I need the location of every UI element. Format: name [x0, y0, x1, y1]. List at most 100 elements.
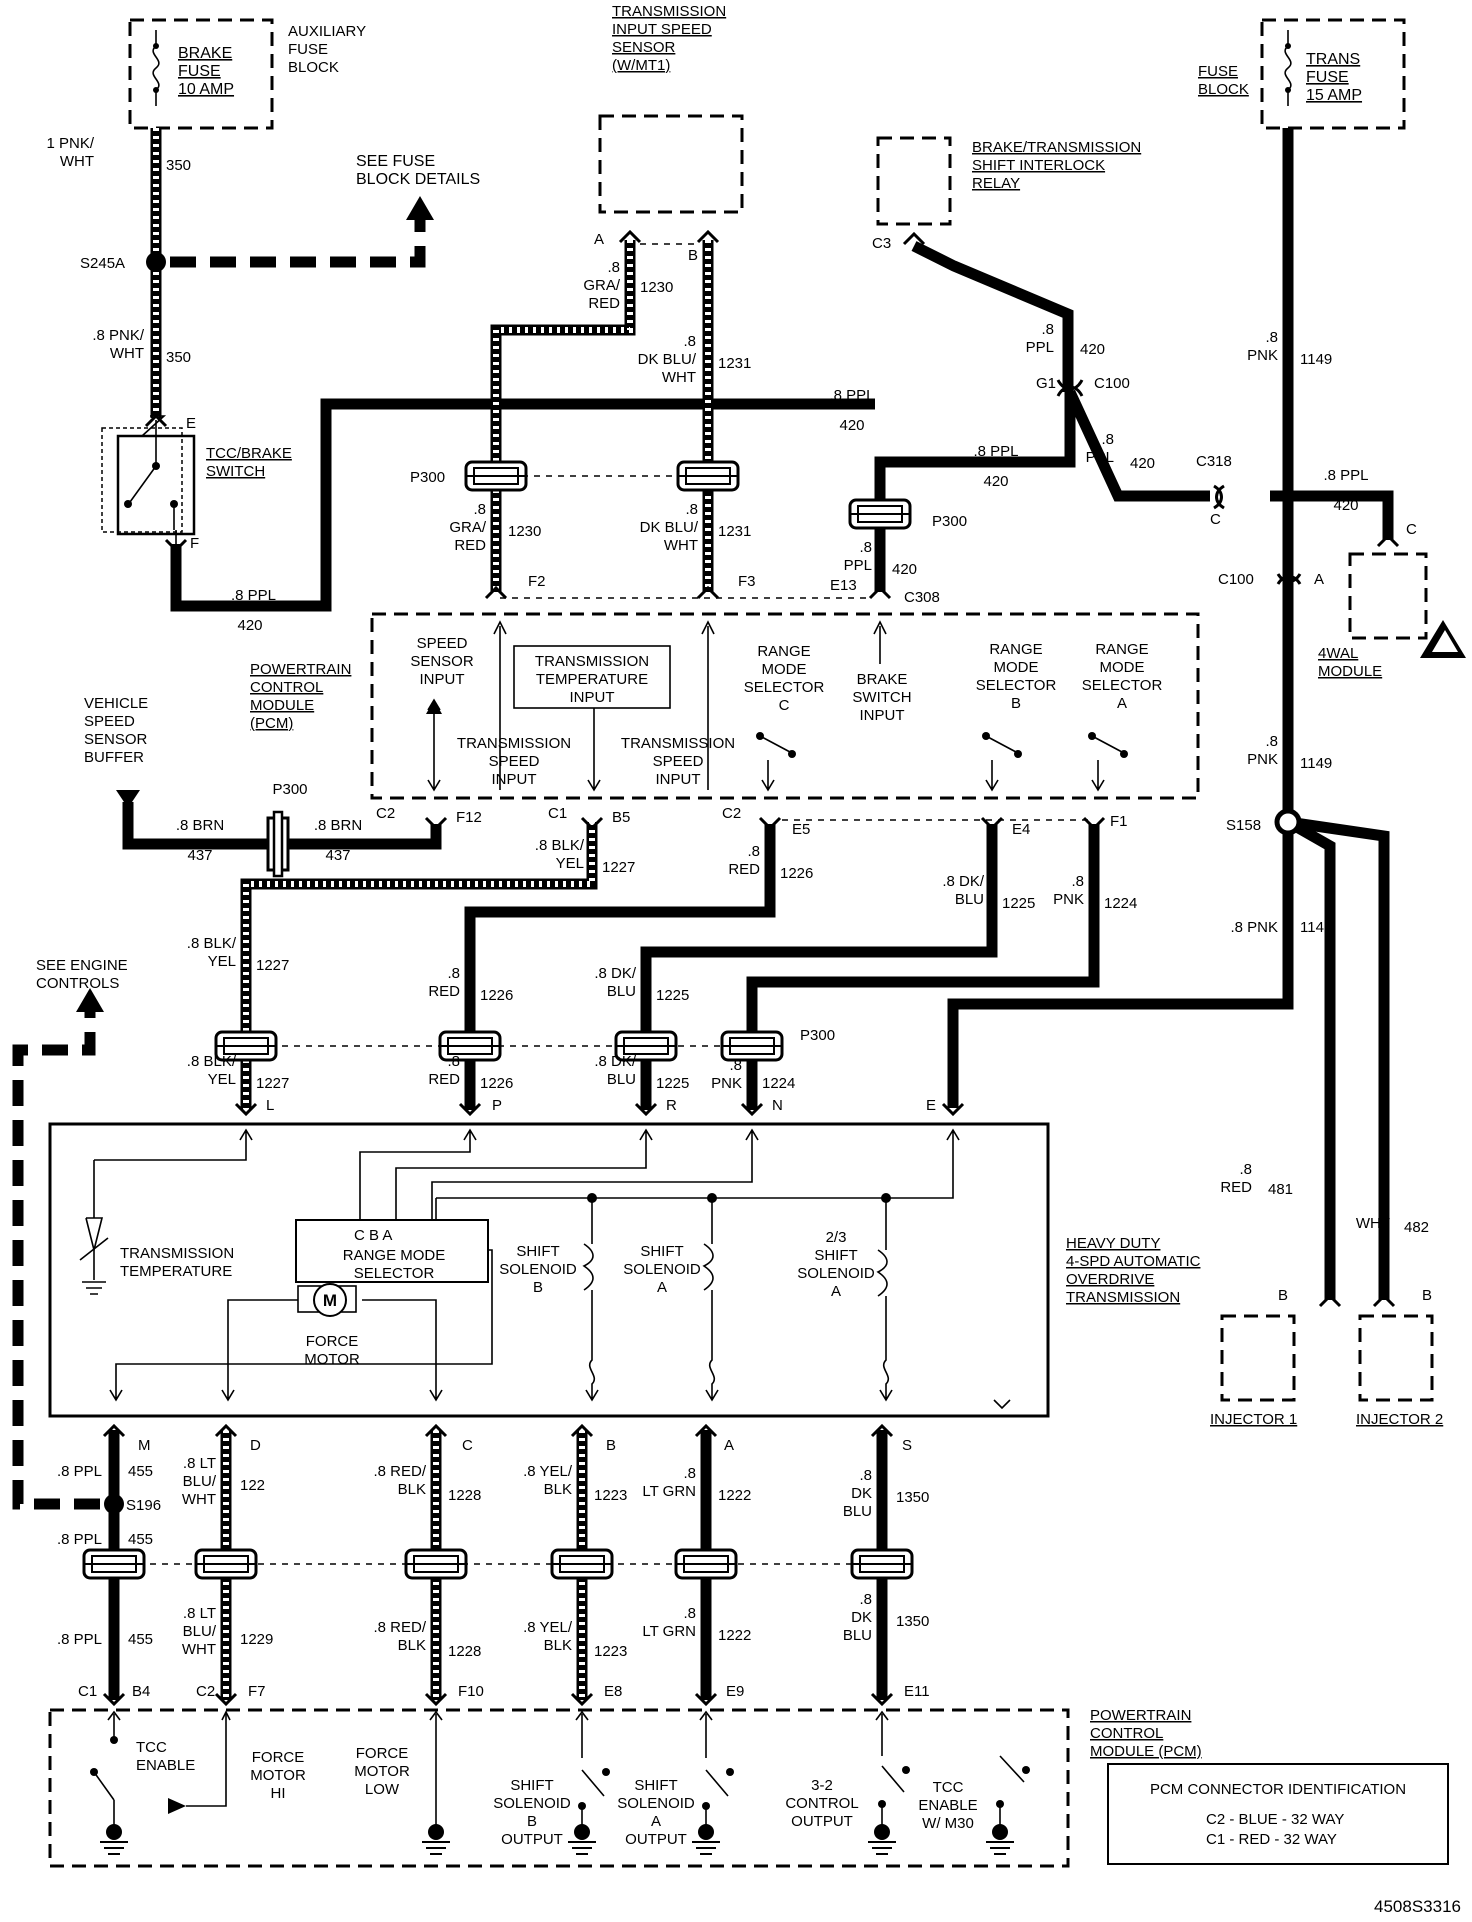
inline-connector — [676, 460, 740, 492]
input-speed-sensor-box — [598, 114, 744, 214]
injector-2-label: INJECTOR 2 — [1356, 1411, 1443, 1428]
wire-label: 420 — [1130, 455, 1155, 472]
wire-label: 1225 — [1002, 895, 1035, 912]
wire-label: .8 PNK — [1230, 919, 1278, 936]
wire-label: 1 PNK/WHT — [46, 135, 94, 170]
wire-label: F7 — [248, 1683, 266, 1700]
wire-label: 1149 — [1300, 755, 1332, 772]
wire-label: 1224 — [762, 1075, 795, 1092]
wire-label: .8 PPL — [231, 587, 276, 604]
wire-label: C318 — [1196, 453, 1232, 470]
wire-label: 1230 — [508, 523, 541, 540]
wire-label: C3 — [872, 235, 891, 252]
connector-ends — [102, 229, 1400, 1707]
wire-label: .8 DK/BLU — [942, 873, 985, 908]
wire-label: F3 — [738, 573, 756, 590]
wire-label: S196 — [126, 1497, 161, 1514]
tcc-brake-switch — [101, 415, 196, 548]
wire-label: E4 — [1012, 821, 1030, 838]
inline-connector — [848, 498, 912, 530]
wire-label: F10 — [458, 1683, 484, 1700]
wire-label: C2 — [722, 805, 741, 822]
wire-label: 1231 — [718, 523, 751, 540]
wire-label: E13 — [830, 577, 857, 594]
wire-label: F12 — [456, 809, 482, 826]
wire-label: 1226 — [480, 1075, 513, 1092]
wire-label: .8 PPL — [57, 1531, 102, 1548]
wire-label: C100 — [1218, 571, 1254, 588]
ground-icon — [692, 1824, 720, 1855]
wire-label: 455 — [128, 1531, 153, 1548]
wire-label: P300 — [272, 781, 307, 798]
wire-label: 1223 — [594, 1487, 627, 1504]
wire-label: S158 — [1226, 817, 1261, 834]
figure-id: 4508S3316 — [1374, 1897, 1461, 1916]
splice-s158 — [1274, 808, 1302, 836]
pcm-top-box — [370, 612, 1200, 800]
ground-symbols — [100, 1824, 1014, 1855]
wire-label: 350 — [166, 157, 191, 174]
wire-label: 1226 — [780, 865, 813, 882]
wire-label: B — [688, 247, 698, 264]
wire-label: B — [1422, 1287, 1432, 1304]
wire-label: E9 — [726, 1683, 744, 1700]
wire-label: D — [250, 1437, 261, 1454]
wire-label: 420 — [839, 417, 864, 434]
injector-1-box — [1220, 1314, 1296, 1402]
wire-label: P300 — [410, 469, 445, 486]
ground-icon — [868, 1824, 896, 1855]
wire-label: N — [772, 1097, 783, 1114]
inline-connector — [464, 460, 528, 492]
wire-label: 1222 — [718, 1487, 751, 1504]
wire-label: .8 RED/BLK — [373, 1619, 426, 1654]
connector-id-title: PCM CONNECTOR IDENTIFICATION — [1150, 1781, 1406, 1798]
interlock-relay-box — [876, 136, 952, 226]
splice-s196 — [104, 1494, 124, 1514]
wire-label: C2 — [196, 1683, 215, 1700]
p300-horizontal — [266, 810, 290, 878]
wire-label: C — [462, 1437, 473, 1454]
wire-label: 1350 — [896, 1489, 929, 1506]
wire-label: 1149 — [1300, 351, 1332, 368]
wire-label: .8 PPL — [1323, 467, 1368, 484]
wire-label: 1222 — [718, 1627, 751, 1644]
wire-label: F2 — [528, 573, 546, 590]
wire-label: .8 BRN — [314, 817, 362, 834]
wire-label: L — [266, 1097, 274, 1114]
wire-label: 481 — [1268, 1181, 1293, 1198]
brake-fuse-block — [128, 18, 274, 130]
wire-label: R — [666, 1097, 677, 1114]
wire-label: .8 YEL/BLK — [523, 1619, 573, 1654]
wire-label: 437 — [325, 847, 350, 864]
wire-label: .8 PPL — [973, 443, 1018, 460]
wire-label: C2 — [376, 805, 395, 822]
wire-label: 420 — [1080, 341, 1105, 358]
wire-label: .8 BRN — [176, 817, 224, 834]
wire-label: F — [190, 535, 199, 552]
inline-connectors — [82, 460, 914, 1580]
wal-module — [1348, 552, 1466, 658]
wire-label: .8 BLK/YEL — [535, 837, 585, 872]
wire-label: C1 — [78, 1683, 97, 1700]
wire-label: 122 — [240, 1477, 265, 1494]
wire-label: 455 — [128, 1463, 153, 1480]
